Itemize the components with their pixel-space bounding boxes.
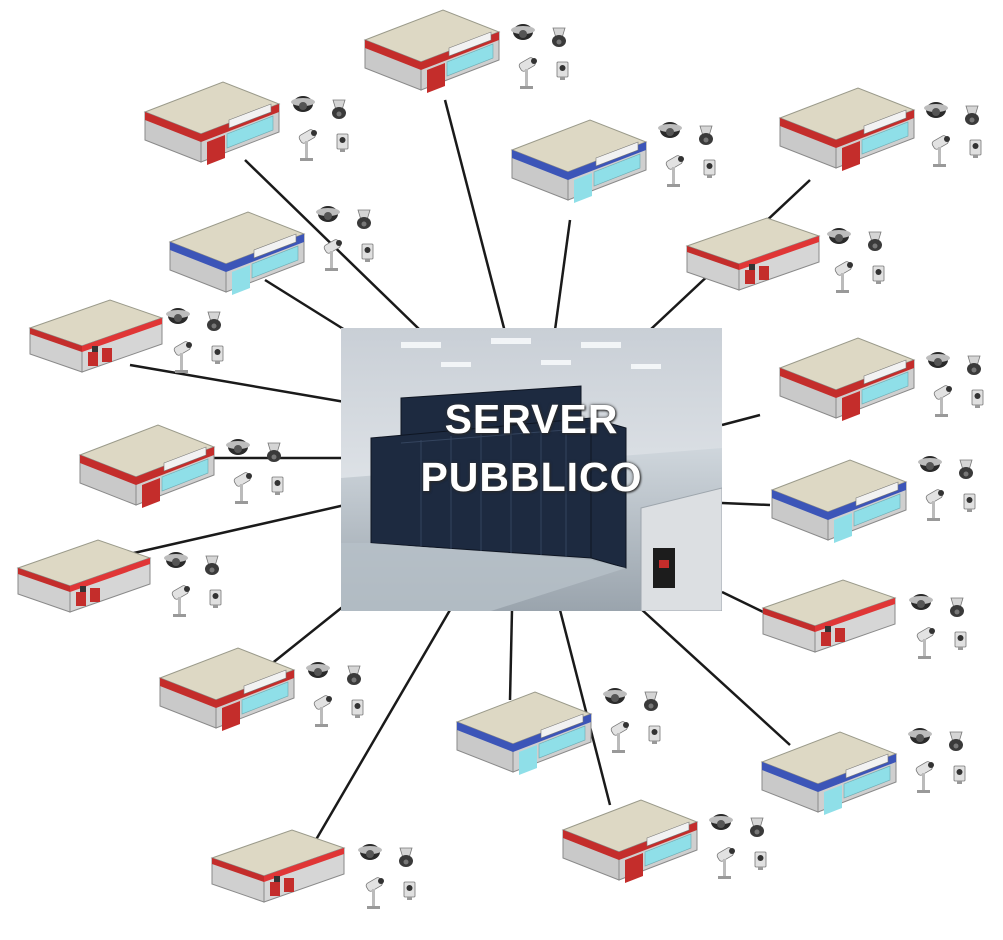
link-line-14 — [508, 609, 514, 701]
nvr-box-icon — [779, 87, 915, 172]
camera-cluster-icon — [357, 843, 416, 910]
site-12 — [762, 579, 967, 660]
site-4 — [779, 87, 982, 172]
nvr-box-icon — [762, 579, 896, 653]
link-line-16 — [308, 609, 452, 851]
nvr-box-icon — [17, 539, 151, 613]
public-server: SERVER PUBBLICO — [341, 328, 722, 611]
camera-cluster-icon — [602, 687, 661, 754]
nvr-box-icon — [364, 9, 500, 94]
nvr-box-icon — [771, 459, 907, 544]
site-6 — [686, 217, 885, 294]
link-line-10 — [124, 503, 346, 557]
link-line-3 — [553, 219, 572, 331]
site-14 — [456, 687, 661, 776]
site-5 — [169, 205, 374, 296]
nvr-box-icon — [686, 217, 820, 291]
site-11 — [771, 455, 976, 544]
site-9 — [79, 424, 284, 509]
nvr-box-icon — [211, 829, 345, 903]
link-line-13 — [639, 607, 791, 746]
site-7 — [29, 299, 224, 374]
camera-cluster-icon — [305, 661, 364, 728]
camera-cluster-icon — [163, 551, 222, 618]
link-line-6 — [129, 363, 346, 404]
site-10 — [17, 539, 222, 618]
site-1 — [364, 9, 569, 94]
camera-cluster-icon — [225, 438, 284, 505]
link-line-15 — [558, 609, 612, 806]
nvr-box-icon — [779, 337, 915, 422]
camera-cluster-icon — [917, 455, 976, 522]
camera-cluster-icon — [923, 101, 982, 168]
link-line-1 — [443, 99, 507, 333]
nvr-box-icon — [761, 731, 897, 816]
link-line-5 — [264, 278, 346, 332]
camera-cluster-icon — [908, 593, 967, 660]
nvr-box-icon — [79, 424, 215, 509]
camera-cluster-icon — [510, 23, 569, 90]
nvr-box-icon — [511, 119, 647, 204]
site-15 — [761, 727, 966, 816]
server-title-line-1: SERVER — [444, 396, 619, 442]
link-line-7 — [721, 413, 761, 427]
nvr-box-icon — [169, 211, 305, 296]
site-8 — [779, 337, 984, 422]
nvr-box-icon — [456, 691, 592, 776]
site-16 — [562, 799, 767, 884]
server-room-image — [341, 328, 722, 611]
nvr-box-icon — [29, 299, 163, 373]
camera-cluster-icon — [290, 95, 349, 162]
site-17 — [211, 829, 416, 910]
server-title-line-2: PUBBLICO — [420, 454, 643, 500]
nvr-box-icon — [562, 799, 698, 884]
camera-cluster-icon — [826, 227, 885, 294]
camera-cluster-icon — [907, 727, 966, 794]
camera-cluster-icon — [925, 351, 984, 418]
site-13 — [159, 647, 364, 732]
camera-cluster-icon — [165, 307, 224, 374]
camera-cluster-icon — [657, 121, 716, 188]
camera-cluster-icon — [708, 813, 767, 880]
site-3 — [511, 119, 716, 204]
link-line-9 — [721, 501, 771, 507]
nvr-box-icon — [144, 81, 280, 166]
link-line-12 — [269, 604, 346, 666]
site-2 — [144, 81, 349, 166]
